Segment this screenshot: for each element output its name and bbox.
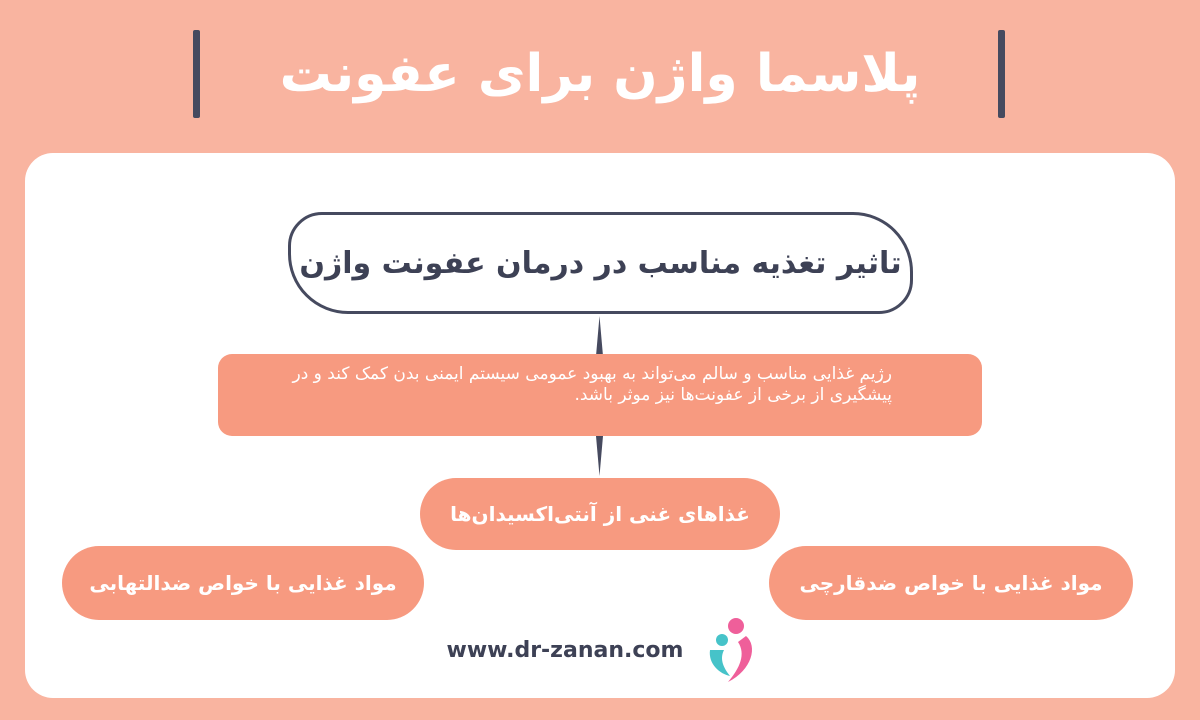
connector-arrow-bottom	[596, 436, 603, 476]
heading-box: تاثیر تغذیه مناسب در درمان عفونت واژن	[288, 212, 913, 314]
antifungal-foods-label: مواد غذایی با خواص ضدقارچی	[799, 571, 1103, 595]
title-right-bar	[998, 30, 1005, 118]
heading-text: تاثیر تغذیه مناسب در درمان عفونت واژن	[299, 245, 902, 281]
title-left-bar	[193, 30, 200, 118]
antifungal-foods-pill: مواد غذایی با خواص ضدقارچی	[769, 546, 1133, 620]
anti-inflammatory-foods-label: مواد غذایی با خواص ضدالتهابی	[89, 571, 397, 595]
antioxidant-foods-pill: غذاهای غنی از آنتی‌اکسیدان‌ها	[420, 478, 780, 550]
connector-arrow-top	[596, 316, 603, 356]
description-box: رژیم غذایی مناسب و سالم می‌تواند به بهبو…	[218, 354, 982, 436]
antioxidant-foods-label: غذاهای غنی از آنتی‌اکسیدان‌ها	[450, 502, 750, 526]
dr-zanan-logo-icon	[709, 618, 752, 682]
website-url[interactable]: www.dr-zanan.com	[446, 638, 684, 663]
page-title: پلاسما واژن برای عفونت	[279, 44, 921, 104]
anti-inflammatory-foods-pill: مواد غذایی با خواص ضدالتهابی	[62, 546, 424, 620]
